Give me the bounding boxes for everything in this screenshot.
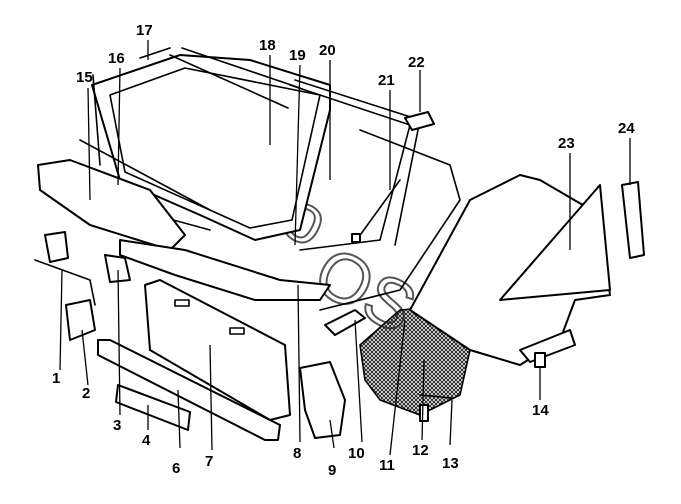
trim-piece	[621, 181, 645, 259]
callout-12: 12	[412, 442, 429, 459]
callout-15: 15	[76, 69, 93, 86]
corner-bracket	[299, 361, 346, 439]
callout-21: 21	[378, 72, 395, 89]
callout-8: 8	[293, 445, 301, 462]
callout-3: 3	[113, 417, 121, 434]
callout-23: 23	[558, 135, 575, 152]
callout-labels: 1 2 3 4 6 7 8 9 10 11 12 13 14 15 16 17 …	[52, 22, 635, 479]
callout-16: 16	[108, 50, 125, 67]
bumper-strip	[97, 339, 281, 441]
rear-panel	[144, 279, 291, 421]
hinges-latches	[34, 231, 131, 341]
trim-strips	[79, 47, 211, 231]
callout-19: 19	[289, 47, 306, 64]
callout-1: 1	[52, 370, 60, 387]
callout-22: 22	[408, 54, 425, 71]
rod	[419, 394, 453, 422]
callout-11: 11	[379, 457, 395, 474]
callout-20: 20	[319, 42, 336, 59]
callout-24: 24	[618, 120, 635, 137]
callout-18: 18	[259, 37, 276, 54]
clip	[404, 111, 435, 131]
callout-17: 17	[136, 22, 153, 39]
spoiler	[37, 159, 186, 251]
callout-4: 4	[142, 432, 151, 449]
callout-7: 7	[205, 453, 213, 470]
callout-14: 14	[532, 402, 549, 419]
small-bracket	[324, 309, 366, 336]
plate-holder	[115, 384, 191, 431]
callout-10: 10	[348, 445, 365, 462]
callout-13: 13	[442, 455, 459, 472]
leader-lines	[59, 40, 631, 456]
gas-strut	[351, 179, 401, 243]
callout-2: 2	[82, 385, 90, 402]
sill-panel	[119, 239, 331, 301]
callout-9: 9	[328, 462, 336, 479]
lower-trim	[519, 329, 576, 368]
callout-6: 6	[172, 460, 180, 477]
quarter-panel	[409, 174, 611, 366]
